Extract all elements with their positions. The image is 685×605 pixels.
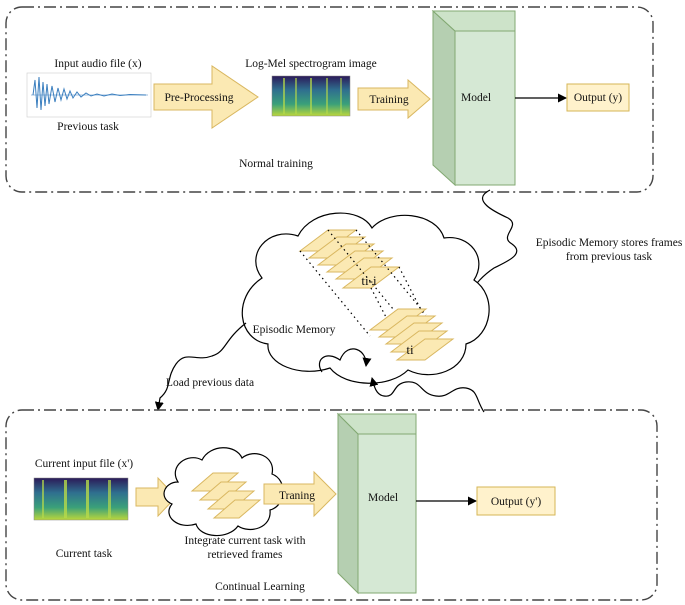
input-audio-label: Input audio file (x) (54, 58, 141, 70)
continual-learning-panel (5, 409, 658, 601)
previous-task-label: Previous task (57, 121, 119, 133)
frame-label-current: ti (406, 342, 414, 357)
normal-training-caption: Normal training (239, 158, 313, 170)
model-block-top (431, 9, 516, 187)
output-box-bottom (476, 486, 556, 516)
output-label-bottom: Output (y') (491, 496, 541, 508)
store-connector (469, 189, 518, 293)
store-note-line2: from previous task (566, 251, 652, 263)
store-note-line1: Episodic Memory stores frames (536, 237, 683, 249)
frame-stack-previous (298, 229, 401, 289)
episodic-memory-cloud (241, 212, 490, 384)
model-label-top: Model (461, 92, 491, 104)
integration-frame-stack (190, 472, 262, 519)
model-block-bottom (336, 412, 417, 595)
integrate-label-line2: retrieved frames (207, 549, 283, 561)
training-label-bottom: Traning (279, 490, 315, 502)
continual-learning-caption: Continual Learning (215, 581, 305, 593)
integrate-label-line1: Integrate current task with (184, 535, 305, 547)
output-label-top: Output (y) (574, 92, 622, 104)
preprocessing-arrow (153, 65, 259, 129)
input-waveform-image (26, 72, 152, 118)
normal-training-panel (5, 6, 654, 193)
episodic-memory-label: Episodic Memory (253, 324, 336, 336)
model-label-bottom: Model (368, 492, 398, 504)
training-label-top: Training (369, 94, 408, 106)
training-arrow-top (357, 78, 431, 120)
preprocessing-label: Pre-Processing (165, 92, 234, 104)
training-arrow-bottom (263, 470, 337, 518)
memory-inner-arrow (318, 348, 372, 373)
current-task-label: Current task (56, 548, 113, 560)
load-data-connector (154, 322, 247, 411)
spectrogram-image (271, 75, 351, 117)
load-data-label: Load previous data (166, 377, 254, 389)
frame-stack-current (368, 308, 455, 361)
bottom-to-memory-connector (369, 377, 485, 413)
spectrogram-label: Log-Mel spectrogram image (245, 58, 377, 70)
current-input-label: Current input file (x') (35, 458, 133, 470)
current-spectrogram-image (33, 477, 129, 521)
output-box-top (566, 83, 630, 112)
frame-dotted-lines (299, 229, 435, 357)
